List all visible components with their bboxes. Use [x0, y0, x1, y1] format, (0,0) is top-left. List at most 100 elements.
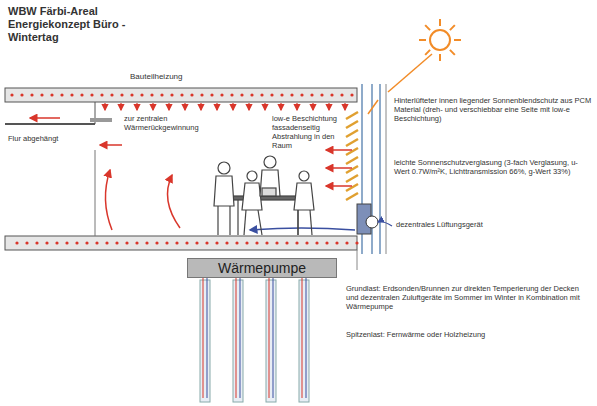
heat-arrow — [264, 103, 265, 110]
heating-dot — [15, 241, 18, 244]
earth-probe — [266, 280, 276, 402]
annotation-label: low-e Beschichtung fassadenseitig Abstra… — [272, 114, 346, 150]
heating-dot — [345, 241, 348, 244]
sun-ray — [450, 50, 455, 55]
probe-pipe — [269, 270, 270, 398]
heating-dot — [75, 241, 78, 244]
annotation-label: Bauteilheizung — [130, 72, 220, 82]
heating-dot — [355, 241, 358, 244]
heat-arrow — [216, 103, 217, 110]
heating-dot — [255, 241, 258, 244]
heating-dot — [65, 241, 68, 244]
blind-slat — [346, 193, 358, 200]
heating-dot — [235, 241, 238, 244]
heating-dot — [190, 93, 193, 96]
heating-dot — [115, 241, 118, 244]
heating-dot — [125, 241, 128, 244]
heat-arrow — [104, 103, 105, 110]
heating-dot — [60, 93, 63, 96]
heating-dot — [130, 93, 133, 96]
annotation-label: Grundlast: Erdsonden/Brunnen zur direkte… — [346, 284, 592, 311]
heat-arrow — [328, 103, 329, 110]
heating-dot — [195, 241, 198, 244]
heating-dot — [155, 241, 158, 244]
heat-arrow — [344, 103, 345, 110]
annotation-label: Flur abgehängt — [8, 134, 88, 143]
blind-slat — [346, 157, 358, 164]
heating-dot — [150, 93, 153, 96]
annotation-label: Spitzenlast: Fernwärme oder Holzheizung — [346, 330, 592, 339]
heating-dot — [245, 241, 248, 244]
heating-dot — [80, 93, 83, 96]
heating-dot — [170, 93, 173, 96]
heating-dot — [70, 93, 73, 96]
heat-arrow — [280, 103, 281, 110]
heating-dot — [165, 241, 168, 244]
probe-pipe — [236, 270, 237, 398]
heat-arrow — [312, 103, 313, 110]
heating-dot — [295, 241, 298, 244]
heating-dot — [250, 93, 253, 96]
heating-dot — [325, 241, 328, 244]
heating-dot — [145, 241, 148, 244]
blind-slat — [346, 112, 358, 119]
heating-dot — [225, 241, 228, 244]
sun-ray — [439, 19, 441, 26]
heat-arrow — [296, 103, 297, 110]
blind-slat — [346, 184, 358, 191]
probe-pipe — [302, 270, 303, 398]
heating-dot — [215, 241, 218, 244]
probe-pipe — [306, 270, 307, 398]
heating-dot — [100, 93, 103, 96]
blind-slat — [346, 166, 358, 173]
heating-dot — [185, 241, 188, 244]
heat-arrow — [168, 103, 169, 110]
heating-dot — [275, 241, 278, 244]
probe-pipe — [240, 270, 241, 398]
heating-dot — [260, 93, 263, 96]
heating-dot — [290, 93, 293, 96]
heating-dot — [10, 93, 13, 96]
heating-dot — [40, 93, 43, 96]
sun-ray — [425, 25, 430, 30]
heating-dot — [280, 93, 283, 96]
sun-ray — [439, 54, 441, 61]
node-text: Wärmepumpe — [218, 260, 306, 276]
heating-dot — [315, 241, 318, 244]
heating-dot — [120, 93, 123, 96]
heating-dot — [85, 241, 88, 244]
heating-dot — [310, 93, 313, 96]
heating-dot — [135, 241, 138, 244]
annotation-label: leichte Sonnenschutzverglasung (3-fach V… — [394, 158, 592, 176]
sun-ray — [454, 39, 461, 41]
annotation-label: dezentrales Lüftungsgerät — [396, 220, 546, 229]
sun-ray — [450, 25, 455, 30]
heating-dot — [180, 93, 183, 96]
heat-arrow — [200, 103, 201, 110]
heating-dot — [330, 93, 333, 96]
heating-dot — [300, 93, 303, 96]
earth-probe — [233, 280, 243, 402]
heating-dot — [90, 93, 93, 96]
sun-ray — [425, 50, 430, 55]
heat-arrow — [184, 103, 185, 110]
heating-dot — [30, 93, 33, 96]
heating-dot — [270, 93, 273, 96]
blind-slat — [346, 175, 358, 182]
probe-pipe — [203, 270, 204, 398]
diagram-title: WBW Färbi-Areal Energiekonzept Büro - Wi… — [8, 5, 178, 45]
heating-dot — [45, 241, 48, 244]
heating-dot — [220, 93, 223, 96]
probe-pipe — [207, 270, 208, 398]
heating-dot — [210, 93, 213, 96]
heating-dot — [160, 93, 163, 96]
annotation-label: zur zentralen Wärmerückgewinnung — [124, 114, 196, 132]
heating-dot — [305, 241, 308, 244]
heating-dot — [335, 241, 338, 244]
heat-pump-box: Wärmepumpe — [187, 258, 337, 278]
heating-dot — [285, 241, 288, 244]
heating-dot — [25, 241, 28, 244]
heating-dot — [20, 93, 23, 96]
heating-dot — [200, 93, 203, 96]
heat-arrow — [248, 103, 249, 110]
